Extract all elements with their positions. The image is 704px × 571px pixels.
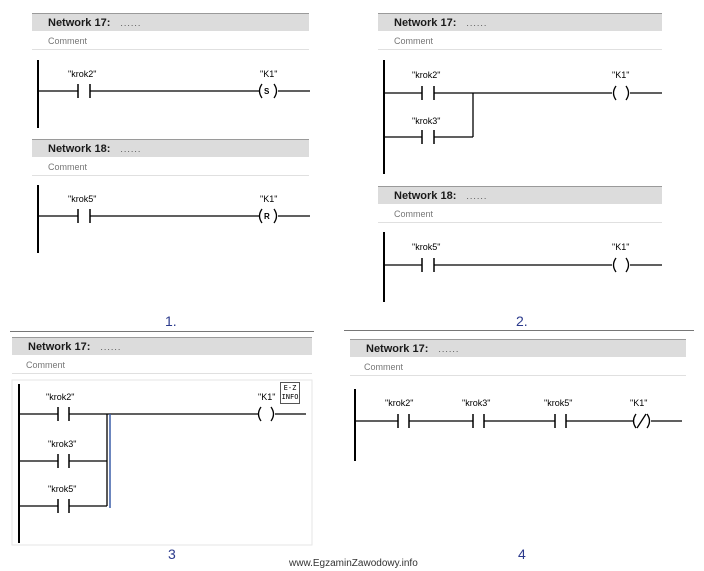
label-krok3: "krok3" (48, 439, 76, 449)
caption-4: 4 (518, 546, 526, 562)
label-krok2: "krok2" (385, 398, 413, 408)
network-dots: ...... (120, 143, 142, 154)
network-18-header: Network 18: ...... (378, 186, 662, 204)
rung-p1-n18: "krok5" R "K1" (37, 185, 310, 253)
coil-k1[interactable] (257, 406, 275, 422)
network-title: Network 17: (366, 342, 429, 355)
rung-p2-n18: "krok5" "K1" (383, 232, 662, 302)
label-krok2: "krok2" (46, 392, 74, 402)
network-17-header: Network 17: ...... (12, 337, 312, 355)
label-k1: "K1" (630, 398, 647, 408)
label-krok2: "krok2" (412, 70, 440, 80)
comment-label: Comment (364, 361, 404, 372)
rung-p3-n17: "krok2" "krok3" "krok5" "K1" (11, 379, 313, 546)
label-krok5: "krok5" (48, 484, 76, 494)
network-title: Network 18: (394, 189, 457, 202)
comment-field[interactable]: Comment (378, 32, 662, 50)
coil-k1[interactable] (612, 257, 630, 273)
caption-2: 2. (516, 313, 528, 329)
badge-line-1: E-Z (283, 384, 297, 392)
network-17-header: Network 17: ...... (350, 339, 686, 357)
coil-k1-set[interactable]: S (258, 83, 278, 99)
contact-krok2[interactable] (397, 414, 410, 428)
comment-label: Comment (394, 35, 434, 46)
contact-krok2[interactable] (421, 86, 435, 100)
comment-field[interactable]: Comment (32, 32, 309, 50)
label-k1: "K1" (260, 69, 277, 79)
label-krok5: "krok5" (412, 242, 440, 252)
network-dots: ...... (100, 341, 122, 352)
rung-p1-n17: "krok2" S "K1" (37, 60, 310, 128)
comment-label: Comment (48, 161, 88, 172)
label-k1: "K1" (612, 70, 629, 80)
contact-krok5[interactable] (57, 499, 70, 513)
contact-krok5[interactable] (554, 414, 567, 428)
label-krok5: "krok5" (544, 398, 572, 408)
comment-field[interactable]: Comment (12, 356, 312, 374)
contact-krok2[interactable] (57, 407, 70, 421)
contact-krok3[interactable] (57, 454, 70, 468)
rung-p2-n17: "krok2" "krok3" "K1" (383, 60, 662, 174)
network-title: Network 17: (28, 340, 91, 353)
network-dots: ...... (438, 343, 460, 354)
contact-krok2[interactable] (77, 84, 91, 98)
contact-krok5[interactable] (421, 258, 435, 272)
comment-label: Comment (48, 35, 88, 46)
contact-krok5[interactable] (77, 209, 91, 223)
label-k1: "K1" (258, 392, 275, 402)
network-dots: ...... (120, 17, 142, 28)
network-dots: ...... (466, 17, 488, 28)
network-17-header: Network 17: ...... (378, 13, 662, 31)
badge-line-2: INFO (281, 393, 299, 401)
comment-label: Comment (26, 359, 66, 370)
caption-1: 1. (165, 313, 177, 329)
network-title: Network 18: (48, 142, 111, 155)
label-krok2: "krok2" (68, 69, 96, 79)
network-dots: ...... (466, 190, 488, 201)
coil-k1-negated[interactable] (632, 413, 651, 429)
separator-line (344, 330, 694, 331)
comment-field[interactable]: Comment (378, 205, 662, 223)
network-title: Network 17: (394, 16, 457, 29)
comment-field[interactable]: Comment (350, 358, 686, 376)
label-krok5: "krok5" (68, 194, 96, 204)
contact-krok3[interactable] (472, 414, 485, 428)
coil-k1-reset[interactable]: R (258, 208, 278, 224)
coil-k1[interactable] (612, 85, 630, 101)
rung-p4-n17: "krok2" "krok3" "krok5" "K1" (354, 389, 682, 461)
label-krok3: "krok3" (462, 398, 490, 408)
watermark-badge: E-Z INFO (280, 382, 300, 404)
separator-line (10, 331, 314, 332)
comment-field[interactable]: Comment (32, 158, 309, 176)
comment-label: Comment (394, 208, 434, 219)
network-18-header: Network 18: ...... (32, 139, 309, 157)
label-k1: "K1" (612, 242, 629, 252)
label-k1: "K1" (260, 194, 277, 204)
caption-3: 3 (168, 546, 176, 562)
footer-url[interactable]: www.EgzaminZawodowy.info (289, 558, 418, 569)
label-krok3: "krok3" (412, 116, 440, 126)
coil-letter-r: R (264, 212, 270, 221)
network-17-header: Network 17: ...... (32, 13, 309, 31)
coil-letter-s: S (264, 87, 270, 96)
network-title: Network 17: (48, 16, 111, 29)
contact-krok3[interactable] (421, 130, 435, 144)
